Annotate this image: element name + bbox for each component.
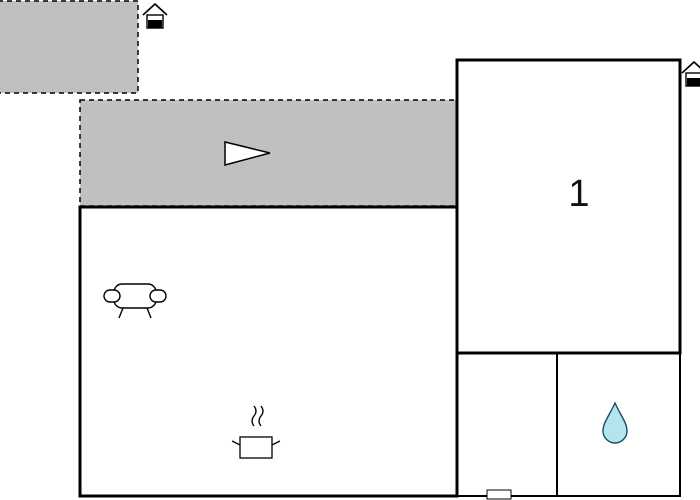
water-drop-icon <box>602 401 628 444</box>
direction-arrow-icon <box>224 141 271 166</box>
utility-room <box>456 352 558 497</box>
entrance-door <box>486 489 512 500</box>
room-label-1: 1 <box>568 173 589 215</box>
bathroom <box>556 352 681 497</box>
sofa-icon <box>103 283 167 319</box>
terrace-top-left <box>0 0 139 94</box>
house-icon <box>142 2 168 29</box>
house-icon <box>681 60 700 87</box>
cooking-pot-icon <box>231 405 281 459</box>
